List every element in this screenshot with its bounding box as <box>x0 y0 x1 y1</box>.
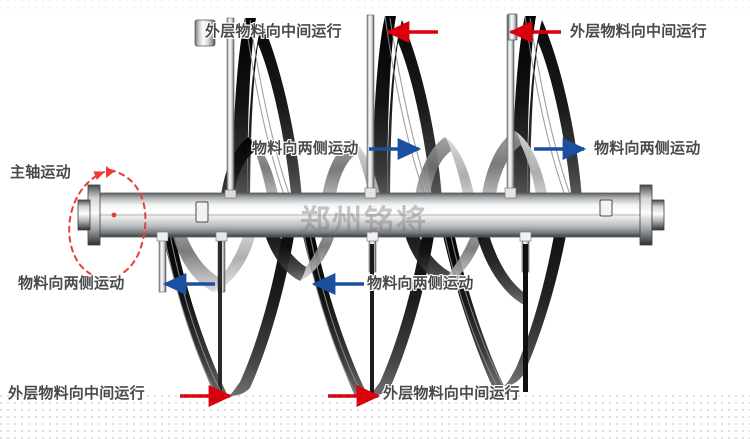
rotation-arrow-head-top <box>106 166 114 178</box>
outer-ribbon-trough-3b <box>504 224 568 386</box>
outer-ribbon-trough-2b <box>368 224 436 396</box>
shaft-collar-4 <box>215 231 228 242</box>
label-outer-to-center-top-right: 外层物料向中间运行 <box>570 23 707 40</box>
label-outer-to-center-bottom-left: 外层物料向中间运行 <box>8 385 145 402</box>
shaft-collar-6 <box>519 231 532 242</box>
annotation-arrows <box>162 20 587 408</box>
outer-ribbon-peak-3b <box>527 20 583 215</box>
outer-ribbon-trough-2 <box>300 222 368 396</box>
inner-ribbon-trough-2b <box>300 224 338 281</box>
inner-ribbon-trough-3b <box>444 224 486 286</box>
support-post-up-2 <box>366 14 375 219</box>
inner-ribbon-trough-4 <box>474 224 526 306</box>
rotation-axis-dot <box>111 212 117 218</box>
label-outer-to-center-top-left: 外层物料向中间运行 <box>205 23 342 40</box>
shaft-collar-7 <box>156 231 169 242</box>
shaft-collar-1 <box>224 189 237 199</box>
support-post-up-3 <box>506 14 515 219</box>
shaft-key-right <box>599 199 613 217</box>
label-outer-to-center-bottom-center: 外层物料向中间运行 <box>383 385 520 402</box>
shaft-flange-right <box>639 184 653 246</box>
shaft-stub-right <box>651 199 665 231</box>
rotation-dashed-ellipse <box>68 169 147 280</box>
shaft-key-left <box>195 201 209 223</box>
inner-ribbon-trough-2 <box>262 224 306 281</box>
shaft-stub-left <box>77 199 91 231</box>
outer-ribbon-peak-2 <box>372 16 396 215</box>
main-shaft-assembly <box>77 184 665 246</box>
shaft-rotation-indicator <box>68 166 147 280</box>
outer-ribbon-trough-1b <box>228 224 296 396</box>
label-main-shaft-rotation: 主轴运动 <box>10 164 71 181</box>
label-material-to-sides-lower-left: 物料向两侧运动 <box>18 275 125 292</box>
support-post-dn-3 <box>218 240 222 398</box>
label-material-to-sides-upper-right: 物料向两侧运动 <box>594 140 701 157</box>
inner-ribbon-trough-3 <box>402 224 450 286</box>
support-post-dn-7 <box>523 244 528 392</box>
support-post-up-1 <box>226 17 235 219</box>
shaft-collar-3 <box>504 187 517 199</box>
shaft-collar-2 <box>364 187 377 199</box>
post-cap-1 <box>194 19 216 47</box>
label-material-to-sides-upper-left: 物料向两侧运动 <box>252 140 359 157</box>
label-material-to-sides-lower-center: 物料向两侧运动 <box>367 275 474 292</box>
outer-ribbon-peak-1b <box>247 22 303 215</box>
inner-ribbon-trough-1 <box>170 224 220 292</box>
outer-ribbon-trough-3 <box>440 222 504 386</box>
outer-ribbon-peak-3 <box>512 16 536 215</box>
support-posts <box>158 13 530 398</box>
shaft-collar-5 <box>366 231 379 242</box>
post-cap-2 <box>507 13 518 41</box>
support-post-dn-5 <box>370 244 374 396</box>
